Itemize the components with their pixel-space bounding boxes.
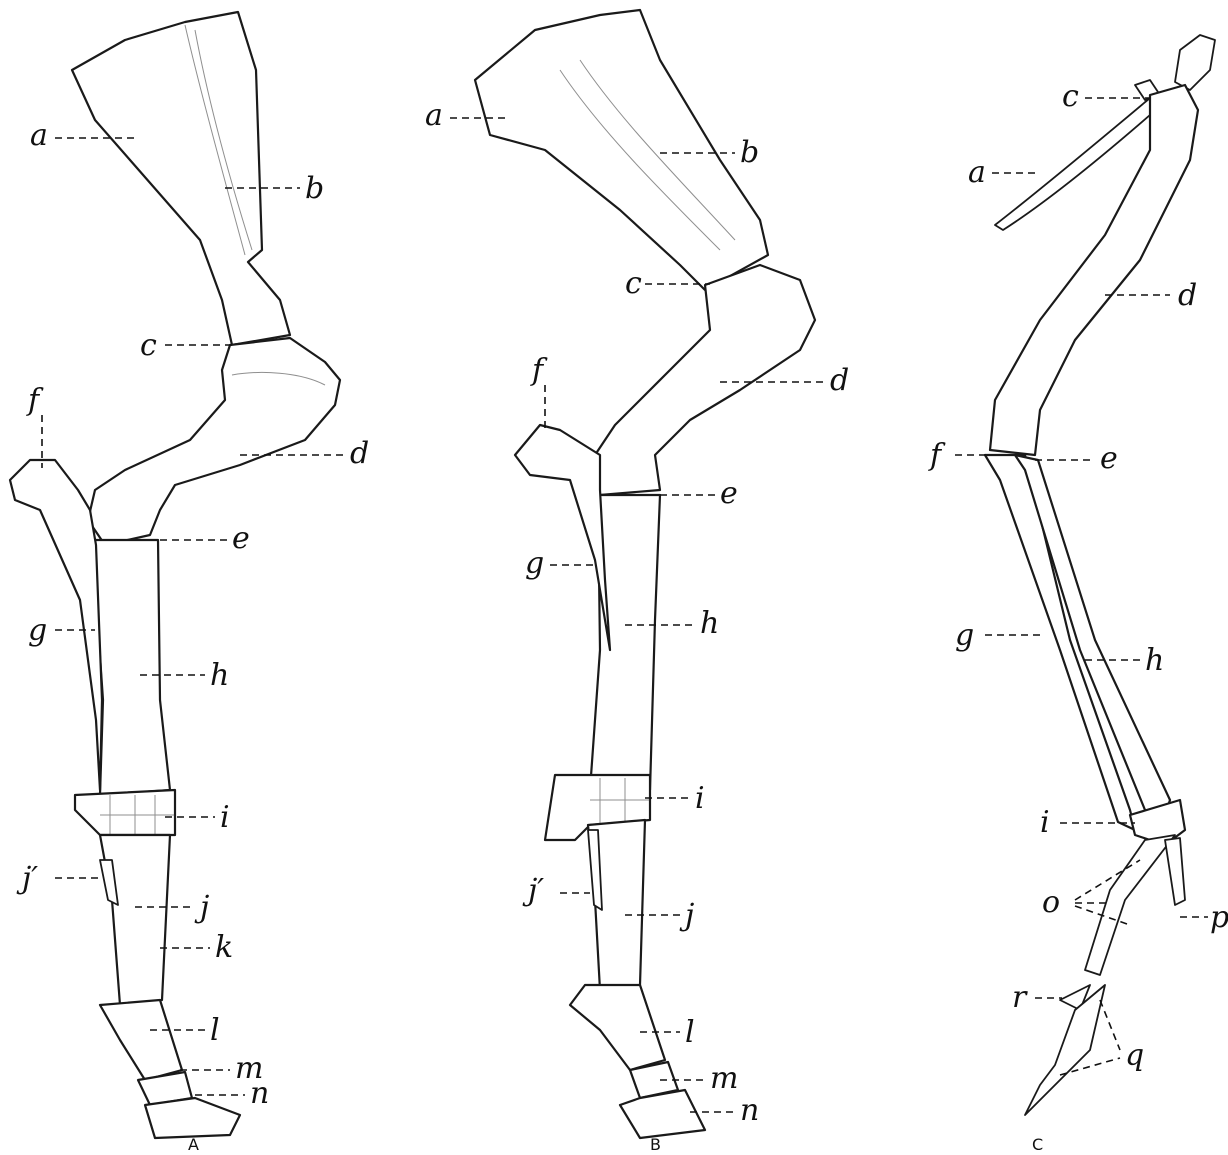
panel-b-label: m <box>710 1061 738 1096</box>
panel-a-label: h <box>210 658 229 693</box>
panel-a-caption: A <box>188 1135 199 1154</box>
panel-c-label: c <box>1062 79 1079 114</box>
panel-c-humerus <box>990 85 1198 455</box>
panel-c-label: o <box>1042 885 1060 920</box>
panel-a-label: n <box>250 1076 269 1111</box>
panel-b-ulna <box>515 425 610 650</box>
panel-b-scapula <box>475 10 768 290</box>
panel-b-label: j′ <box>522 873 544 908</box>
panel-b-label: j <box>679 898 694 933</box>
panel-a-pastern <box>100 1000 182 1080</box>
panel-c-label: q <box>1125 1038 1144 1073</box>
panel-b-coffin <box>620 1090 705 1138</box>
panel-c-phalanges-q <box>1025 985 1105 1115</box>
panel-a-label: j <box>194 890 209 925</box>
panel-a-humerus <box>88 338 340 545</box>
panel-b-pastern <box>570 985 665 1070</box>
panel-a-ulna <box>10 460 102 790</box>
panel-c-label: r <box>1012 980 1028 1015</box>
panel-a-label: j′ <box>16 861 38 896</box>
panel-b-label: e <box>720 476 738 511</box>
panel-a-label: b <box>305 171 324 206</box>
panel-a-label: e <box>232 521 250 556</box>
panel-a-label: c <box>140 328 157 363</box>
panel-a-label: f <box>26 383 44 418</box>
panel-a-label: a <box>30 118 48 153</box>
panel-b-label: h <box>700 606 719 641</box>
panel-c <box>985 35 1215 1115</box>
panel-a-label: g <box>28 613 47 648</box>
panel-c-label: i <box>1040 805 1050 840</box>
panel-b-caption: B <box>650 1135 661 1154</box>
panel-c-label: f <box>928 438 946 473</box>
panel-a-label: l <box>210 1013 220 1048</box>
panel-c-label: p <box>1210 900 1228 935</box>
panel-a-radius <box>92 540 170 795</box>
panel-b-label: i <box>695 781 705 816</box>
panel-a-label: k <box>215 930 233 965</box>
panel-c-digit-p <box>1165 838 1185 905</box>
panel-a <box>10 12 340 1138</box>
panel-c-label: g <box>955 618 974 653</box>
panel-b-label: f <box>530 353 548 388</box>
panel-c-acromion <box>1175 35 1215 90</box>
panel-c-label: e <box>1100 441 1118 476</box>
panel-a-scapula <box>72 12 290 345</box>
panel-a-label: d <box>350 436 369 471</box>
panel-c-metacarpals <box>1085 835 1175 975</box>
panel-a-carpals <box>75 790 175 835</box>
panel-b-label: l <box>685 1015 695 1050</box>
panel-c-label: d <box>1178 278 1197 313</box>
panel-a-labels: a b c d e f g h i j′ j k l m n A <box>16 118 369 1154</box>
panel-c-label: a <box>968 155 986 190</box>
panel-b-label: c <box>625 266 642 301</box>
panel-b-label: b <box>740 135 759 170</box>
panel-c-ulna <box>985 455 1135 830</box>
panel-c-caption: C <box>1032 1135 1043 1154</box>
panel-b-label: n <box>740 1093 759 1128</box>
panel-a-label: i <box>220 800 230 835</box>
panel-c-label: h <box>1145 643 1164 678</box>
panel-b-label: d <box>830 363 849 398</box>
panel-a-coffin <box>145 1098 240 1138</box>
panel-b-label: g <box>525 546 544 581</box>
panel-b-label: a <box>425 98 443 133</box>
